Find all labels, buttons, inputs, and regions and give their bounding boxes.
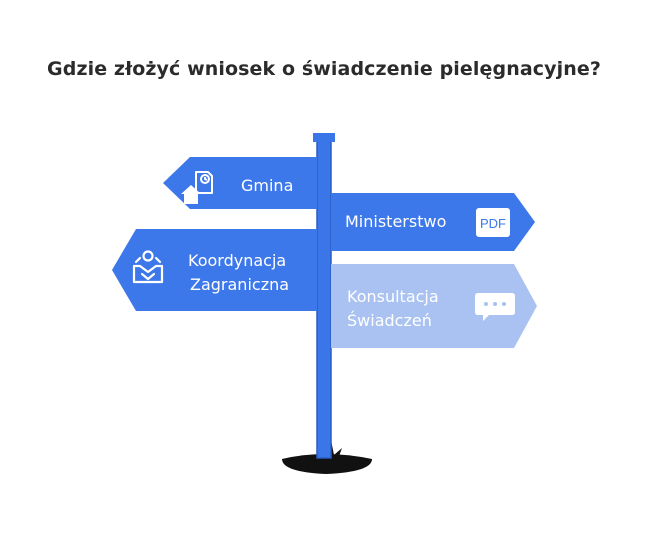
sign-gmina: Gmina — [163, 157, 317, 209]
sign-gmina-label: Gmina — [241, 176, 293, 195]
sign-koordynacja-line2: Zagraniczna — [190, 275, 289, 294]
diagram-title: Gdzie złożyć wniosek o świadczenie pielę… — [47, 58, 601, 80]
signpost-pole — [316, 139, 332, 459]
pdf-document-icon: PDF — [476, 208, 510, 237]
sign-konsultacja-line2: Świadczeń — [347, 311, 432, 330]
pdf-icon-label: PDF — [480, 216, 506, 231]
chat-bubble-icon — [475, 293, 515, 321]
sign-konsultacja: Konsultacja Świadczeń — [331, 264, 537, 348]
sign-koordynacja: Koordynacja Zagraniczna — [112, 229, 317, 311]
sign-ministerstwo: Ministerstwo PDF — [331, 193, 535, 251]
signpost-pole-cap — [313, 133, 335, 142]
handshake-icon — [132, 250, 164, 284]
sign-konsultacja-line1: Konsultacja — [347, 287, 439, 306]
ground-base — [282, 454, 372, 474]
sign-ministerstwo-label: Ministerstwo — [345, 212, 446, 231]
sign-koordynacja-line1: Koordynacja — [188, 251, 286, 270]
